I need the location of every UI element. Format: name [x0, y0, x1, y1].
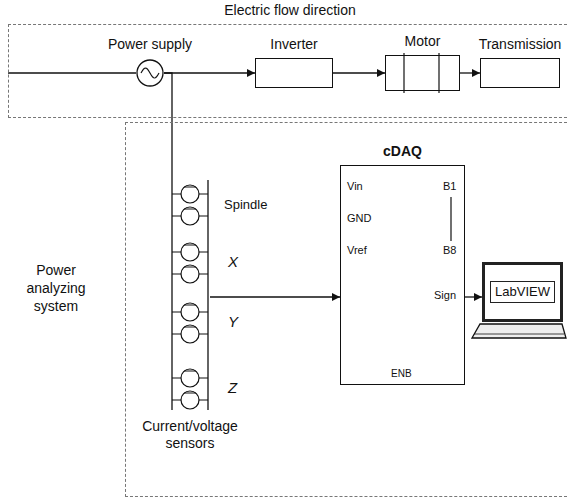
inverter-box: Inverter [255, 58, 333, 88]
sensor-core [184, 267, 196, 268]
sensor-symbol [181, 369, 199, 387]
sine-symbol [141, 68, 159, 78]
pin-name: B8 [443, 244, 456, 257]
laptop-base [472, 324, 566, 338]
connector [164, 72, 255, 73]
connector [333, 72, 385, 73]
connector [465, 296, 482, 297]
power-source: Power supply [136, 59, 164, 87]
sensor-symbol [181, 265, 199, 283]
sensor-core [184, 187, 196, 188]
sensor-rail [207, 180, 208, 410]
sensor-symbol [181, 243, 199, 261]
node-heading: cDAQ [383, 143, 422, 160]
sensor-rail [171, 180, 172, 410]
axis-label: Y [228, 313, 238, 331]
sensor-bank: Current/voltage sensors [170, 180, 210, 410]
pin-name: Vref [347, 244, 367, 257]
node-outline [170, 180, 210, 410]
transmission-box: Transmission [480, 58, 560, 88]
connector [164, 73, 172, 180]
axis-label: Spindle [224, 197, 267, 213]
connector [210, 296, 340, 297]
axis-label: X [228, 253, 238, 271]
sensor-core [184, 209, 196, 210]
node-heading: Inverter [270, 36, 317, 53]
sensor-core [184, 393, 196, 394]
pin-name: ENB [391, 368, 412, 380]
connector [460, 72, 480, 73]
sensor-core [184, 305, 196, 306]
laptop-edge [474, 334, 564, 335]
motor-bearing-line [403, 53, 404, 93]
sensor-symbol [181, 325, 199, 343]
sensor-symbol [181, 391, 199, 409]
node-outline [386, 56, 461, 92]
sensor-core [184, 371, 196, 372]
screen-label: LabVIEW [490, 281, 555, 303]
axis-label: Z [228, 379, 237, 397]
sensor-symbol [181, 303, 199, 321]
pin-name: Sign [434, 289, 456, 302]
pin-name: GND [347, 212, 371, 225]
node-heading: Current/voltage sensors [130, 418, 250, 452]
source-circle [137, 60, 163, 86]
node-heading: Motor [405, 33, 441, 50]
daq-box: cDAQ [340, 165, 465, 385]
motor-bearing-line [438, 53, 439, 93]
bus-line [450, 197, 451, 241]
motor-box: Motor [385, 55, 460, 91]
pin-name: B1 [443, 180, 456, 193]
sensor-symbol [181, 185, 199, 203]
analyzer-region: Power analyzing systemCurrent/voltage se… [125, 122, 569, 497]
flow-region: Electric flow directionPower supplyInver… [8, 24, 569, 118]
sensor-core [184, 327, 196, 328]
node-heading: Power supply [108, 36, 192, 53]
node-outline [136, 59, 164, 87]
laptop-screen: LabVIEW [482, 262, 563, 322]
pin-name: Vin [347, 180, 363, 193]
supply-wire [8, 72, 136, 73]
node-heading: Power analyzing system [6, 261, 106, 316]
sensor-symbol [181, 207, 199, 225]
node-heading: Electric flow direction [224, 2, 356, 19]
node-heading: Transmission [479, 36, 562, 53]
sensor-core [184, 245, 196, 246]
